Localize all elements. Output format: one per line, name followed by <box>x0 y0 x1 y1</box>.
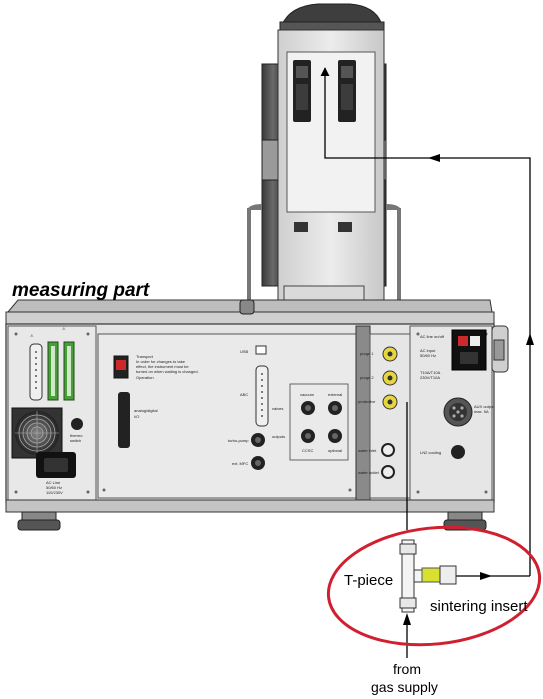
flow-arrows <box>403 154 534 625</box>
analog-digital-io-connector[interactable] <box>118 392 130 448</box>
analog-digital-label: analog/digital <box>134 408 158 413</box>
ac-line-volt-label: 110/230V <box>46 490 63 495</box>
left-connector-label-2: ⚠ <box>62 326 66 331</box>
return-line <box>432 157 531 576</box>
ac-line-freq-label: 50/60 Hz <box>46 485 62 490</box>
from-label: from <box>393 661 421 677</box>
furnace-column <box>247 3 401 321</box>
water-outlet-label: water outlet <box>358 470 380 475</box>
ln2-cooling-label: LN2 cooling <box>420 450 441 455</box>
optional-label: optional <box>328 448 342 453</box>
transport-label: Transport <box>136 354 154 359</box>
column-inlet-line <box>320 67 432 159</box>
t-piece <box>399 539 457 613</box>
purge2-label: purge 2 <box>360 375 374 380</box>
abc-connector[interactable] <box>255 365 269 427</box>
fuse1-label: T10A/T10A <box>420 370 441 375</box>
aux-output-max-label: max. 5A <box>474 409 489 414</box>
turbo-pump-label: turbo-pump <box>228 438 249 443</box>
cooling-fan <box>11 407 63 459</box>
transport-note-1: In order for changes to take <box>136 359 186 364</box>
valve-group-frame <box>289 383 349 461</box>
water-inlet-port[interactable] <box>381 443 395 457</box>
aux-output-label: AUX output <box>474 404 495 409</box>
ac-input-label: AC input <box>420 348 436 353</box>
dsub-connector-left[interactable] <box>29 343 43 401</box>
ccsc-label: CCSC <box>302 448 313 453</box>
gas-flow-lines <box>320 67 531 577</box>
usb-port[interactable] <box>255 345 267 355</box>
ac-line-label: AC Line <box>46 480 61 485</box>
ac-input-freq-label: 50/60 Hz <box>420 353 436 358</box>
water-outlet-port[interactable] <box>381 465 395 479</box>
water-inlet-label: water inlet <box>358 448 377 453</box>
abc-label: ABC <box>240 392 248 397</box>
arrow-left-icon <box>428 154 440 162</box>
purge1-label: purge 1 <box>360 351 374 356</box>
fuse2-label: 230V/T10A <box>420 375 440 380</box>
operation-label: Operation <box>136 375 154 380</box>
external-label: external <box>328 392 342 397</box>
highlight-ellipse <box>326 525 542 647</box>
ac-line-switch[interactable] <box>458 336 468 346</box>
ln2-cooling-connector[interactable] <box>451 445 465 459</box>
protective-label: protective <box>358 399 376 404</box>
ext-mfc-label: ext. MFC <box>232 461 248 466</box>
ac-line-onoff-label: AC line on/off <box>420 334 445 339</box>
arrow-right-icon <box>480 572 492 580</box>
gas-ports-panel: purge 1 purge 2 protective water inlet w… <box>358 346 398 479</box>
power-panel: AC line on/off AC input 50/60 Hz T10A/T1… <box>420 329 495 459</box>
transport-note-3: turned on when waiting is changed. <box>136 369 199 374</box>
thermo-switch-label: thermo <box>70 433 83 438</box>
usb-label: USB <box>240 349 249 354</box>
gas-supply-label: gas supply <box>371 679 438 695</box>
t-piece-label: T-piece <box>344 572 393 589</box>
left-connector-label: ⚠ <box>30 333 34 338</box>
left-panel: ⚠ ⚠ thermo switch AC Line 50/60 Hz 110/2… <box>11 326 83 495</box>
arrow-up-icon <box>526 333 534 345</box>
outputs-label: outputs <box>272 434 285 439</box>
measuring-part-label: measuring part <box>12 280 150 301</box>
thermo-switch[interactable] <box>71 418 83 430</box>
transport-note-2: effect, the instrument must be <box>136 364 189 369</box>
io-label: I/O <box>134 414 139 419</box>
thermo-switch-label-2: switch <box>70 438 81 443</box>
center-panel: In order for changes to take effect, the… <box>113 345 349 470</box>
vacuum-label: vacuum <box>300 392 315 397</box>
valves-label: valves <box>272 406 283 411</box>
sintering-insert-label: sintering insert <box>430 598 528 615</box>
sintering-insert <box>421 567 441 583</box>
